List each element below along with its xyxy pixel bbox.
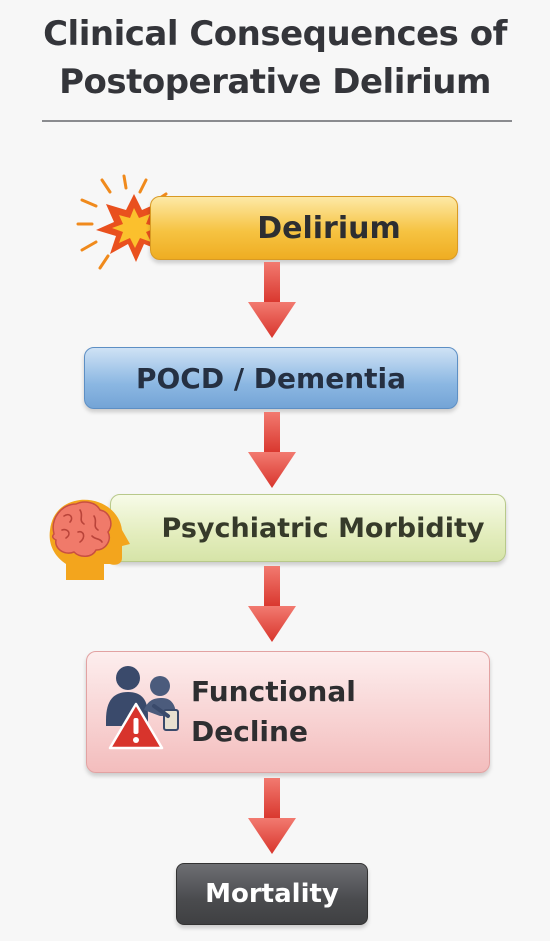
arrow-down-icon [248,262,296,338]
arrow-down-icon [248,566,296,642]
patient-warning-icon [106,666,179,750]
step-mortality: Mortality [176,863,368,925]
step-psych-label: Psychiatric Morbidity [161,512,485,544]
step-functional-label-line-1: Functional [191,675,356,708]
step-pocd-dementia: POCD / Dementia [84,347,458,409]
step-psychiatric-morbidity: Psychiatric Morbidity [110,494,506,562]
arrow-down-icon [248,778,296,854]
page-title: Clinical Consequences of Postoperative D… [0,10,550,106]
step-pocd-label: POCD / Dementia [135,361,407,395]
step-delirium: Delirium [150,196,458,260]
step-mortality-label: Mortality [205,879,339,909]
brain-head-icon [49,499,130,580]
step-functional-label-line-2: Decline [191,715,308,748]
step-delirium-label: Delirium [257,210,401,246]
title-divider [42,120,512,122]
title-line-1: Clinical Consequences of [43,14,507,54]
arrow-down-icon [248,412,296,488]
title-line-2: Postoperative Delirium [59,62,491,102]
